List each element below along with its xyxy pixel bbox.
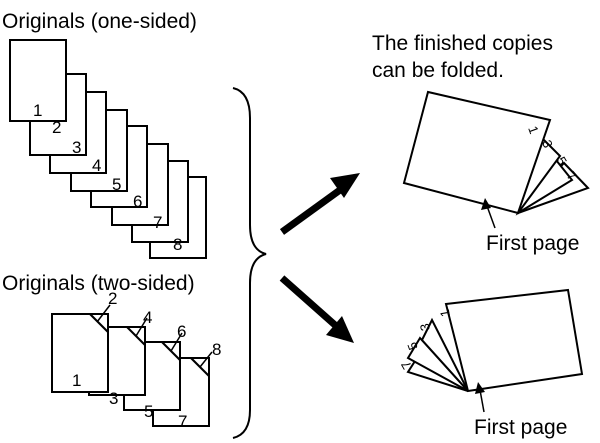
title-one-sided: Originals (one-sided) — [2, 10, 197, 33]
caption-finished-line2: can be folded. — [372, 59, 504, 82]
caption-finished-line1: The finished copies — [372, 32, 553, 55]
one-sided-number: 3 — [72, 138, 81, 157]
title-two-sided: Originals (two-sided) — [2, 272, 195, 295]
two-sided-back-number: 2 — [108, 289, 117, 308]
two-sided-stack — [51, 313, 210, 427]
two-sided-front-number: 1 — [72, 371, 81, 390]
one-sided-stack — [9, 39, 207, 259]
one-sided-number: 4 — [92, 156, 101, 175]
booklet-top-cover — [402, 90, 552, 215]
two-sided-front-number: 7 — [178, 412, 187, 431]
booklet-bottom-number: 1 — [437, 308, 453, 318]
two-sided-numbers: 1 2 3 4 5 6 7 8 — [72, 289, 221, 431]
one-sided-number: 1 — [33, 101, 42, 120]
one-sided-number: 2 — [52, 118, 61, 137]
booklet-bottom-cover — [444, 288, 584, 393]
booklet-top-number: 3 — [539, 138, 556, 150]
folded-booklet-bottom — [406, 288, 584, 393]
first-page-label-top: First page — [486, 232, 579, 255]
one-sided-number: 8 — [173, 235, 182, 254]
one-sided-number: 5 — [112, 175, 121, 194]
booklet-bottom-number: 5 — [404, 340, 421, 352]
first-page-pointer-top — [481, 198, 496, 229]
booklet-top-number: 1 — [525, 124, 542, 136]
two-sided-back-number: 6 — [177, 322, 186, 341]
arrow-down-right — [279, 275, 354, 343]
two-sided-front-number: 3 — [109, 389, 118, 408]
first-page-pointer-bottom — [475, 382, 485, 413]
arrow-up-right — [279, 173, 360, 235]
one-sided-page-1 — [9, 39, 67, 122]
two-sided-sheet-1 — [51, 313, 109, 393]
two-sided-back-number: 4 — [143, 308, 152, 327]
one-sided-number: 6 — [133, 192, 142, 211]
booklet-bottom-leaf-3 — [420, 317, 469, 392]
one-sided-numbers: 1 2 3 4 5 6 7 8 — [33, 101, 182, 254]
two-sided-leaders — [96, 304, 213, 368]
folded-booklet-top — [402, 90, 590, 216]
two-sided-back-number: 8 — [212, 340, 221, 359]
first-page-label-bottom: First page — [474, 416, 567, 439]
one-sided-number: 7 — [153, 213, 162, 232]
two-sided-front-number: 5 — [144, 402, 153, 421]
grouping-brace — [232, 87, 267, 439]
booklet-bottom-number: 3 — [417, 322, 433, 332]
